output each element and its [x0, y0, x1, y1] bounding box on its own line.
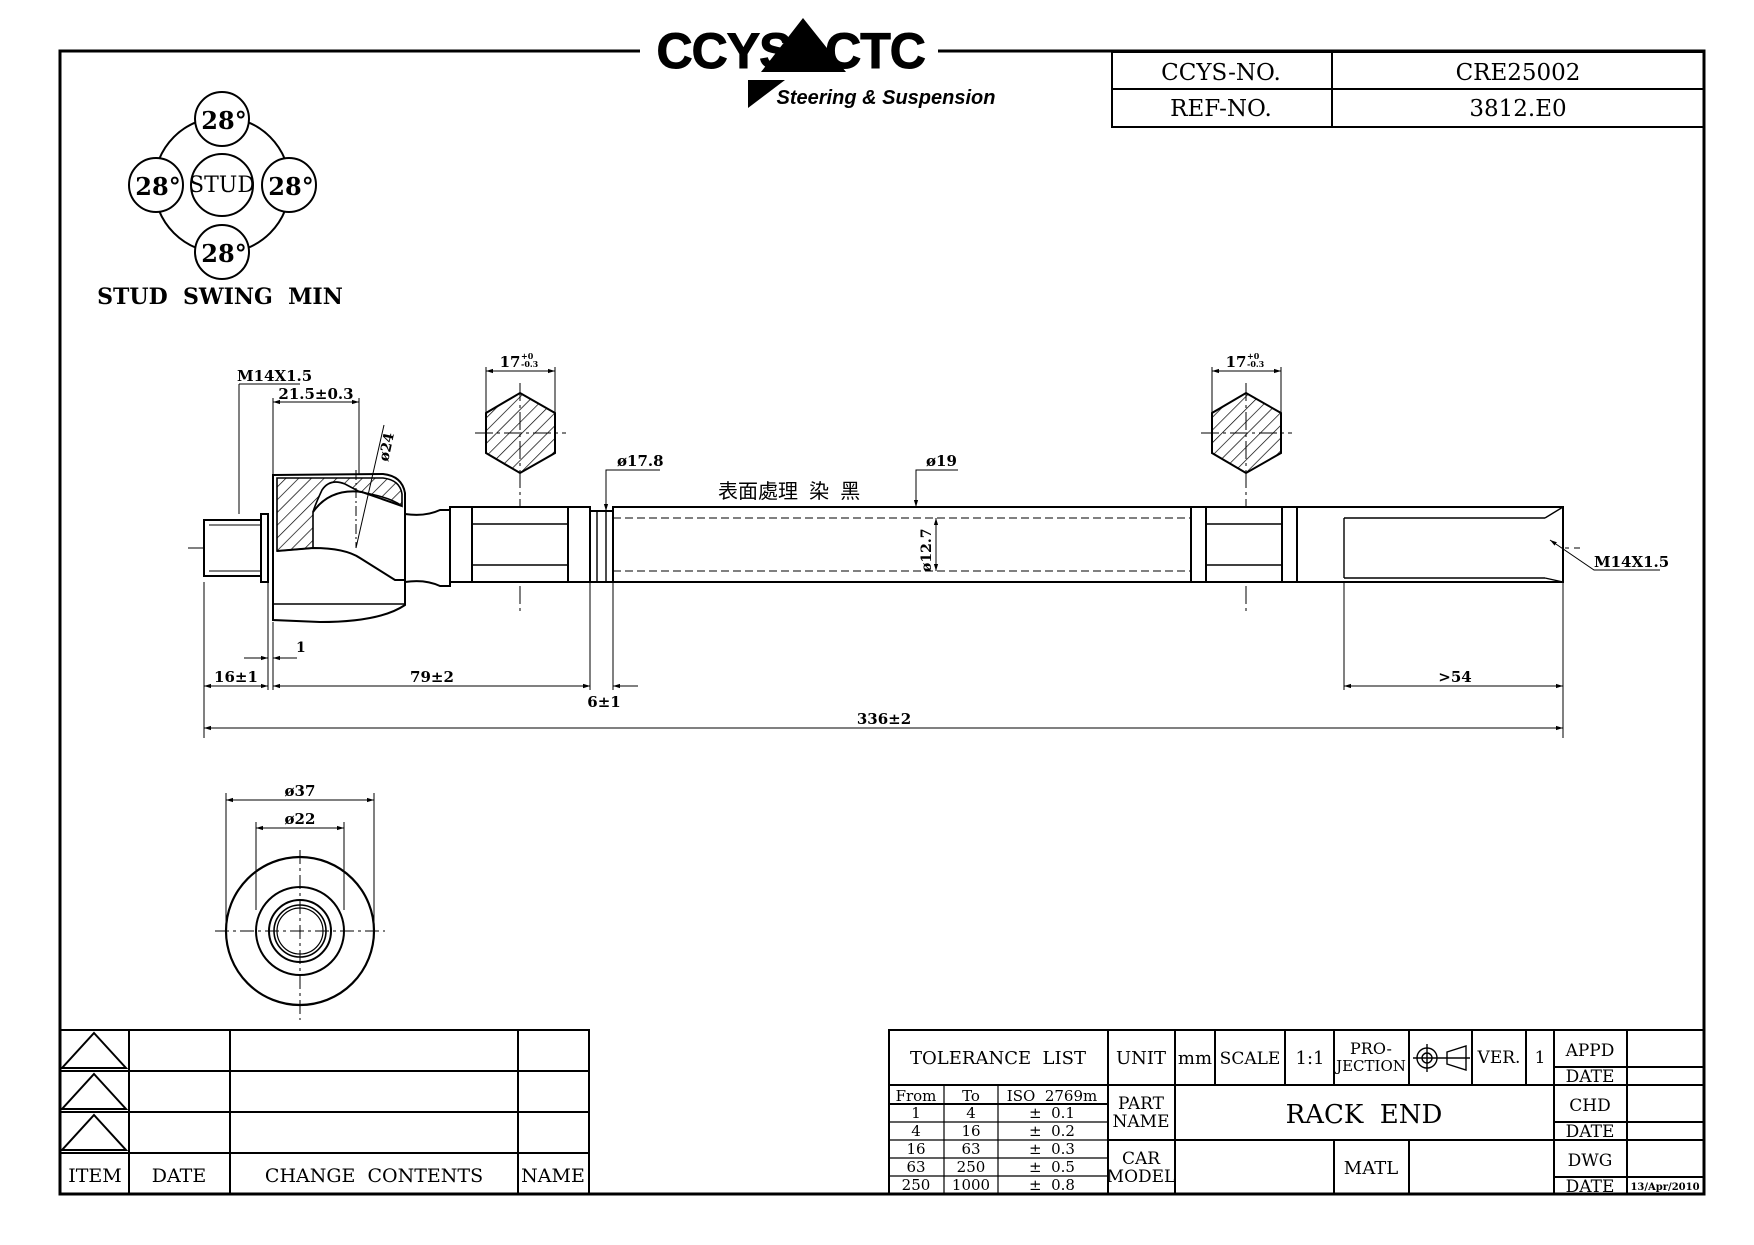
chd-date-label: DATE: [1566, 1122, 1615, 1142]
tol-row-1-val: ± 0.1: [1029, 1104, 1075, 1122]
ref-no-value: 3812.E0: [1469, 96, 1566, 122]
tol-header-iso: ISO 2769m: [1007, 1087, 1097, 1105]
unit-value: mm: [1178, 1048, 1212, 1069]
dim-body-len: 79±2: [410, 668, 454, 686]
ver-label: VER.: [1477, 1048, 1521, 1068]
surface-treatment-note: 表面處理 染 黑: [718, 480, 860, 503]
swing-center: STUD: [189, 173, 255, 198]
dim-collar-dia: ø17.8: [617, 452, 664, 470]
chd-label: CHD: [1569, 1096, 1610, 1116]
tol-row-1-from: 1: [911, 1104, 921, 1122]
ccys-no-label: CCYS-NO.: [1161, 60, 1281, 86]
end-view: [215, 793, 385, 1020]
swing-left: 28°: [135, 172, 180, 201]
tol-row-5-to: 1000: [952, 1176, 990, 1194]
dim-hex-right: 17: [1226, 353, 1247, 371]
header-number-table: CCYS-NO. CRE25002 REF-NO. 3812.E0: [1111, 51, 1705, 128]
swing-top: 28°: [201, 106, 246, 135]
dwg-date-label: DATE: [1566, 1177, 1615, 1197]
swing-right: 28°: [268, 172, 313, 201]
dim-gap: 1: [296, 640, 306, 656]
dim-hex-right-tol-low: -0.3: [1247, 359, 1265, 369]
rev-header-change: CHANGE CONTENTS: [265, 1165, 483, 1187]
dim-hex-right-tol-up: +0: [1247, 351, 1260, 361]
dim-bore-dia: ø22: [285, 810, 316, 828]
swing-bottom: 28°: [201, 239, 246, 268]
ver-value: 1: [1535, 1048, 1546, 1068]
tol-header-from: From: [896, 1087, 937, 1105]
dim-thread-len: >54: [1438, 668, 1471, 686]
tol-row-4-from: 63: [906, 1158, 925, 1176]
rev-header-date: DATE: [152, 1165, 206, 1187]
rack-end-side-view: [188, 472, 1580, 624]
brand-right-text: CTC: [825, 23, 925, 79]
part-name-value: RACK END: [1286, 1100, 1443, 1130]
tol-header-to: To: [962, 1087, 980, 1105]
dim-shaft-dia: ø19: [926, 452, 957, 470]
matl-label: MATL: [1344, 1158, 1398, 1179]
tol-row-4-to: 250: [957, 1158, 986, 1176]
dim-collar-len: 6±1: [587, 693, 620, 711]
tolerance-title: TOLERANCE LIST: [910, 1048, 1086, 1069]
projection-label-2: JECTION: [1334, 1057, 1406, 1075]
dimension-labels: M14X1.5 21.5±0.3 ø24 17 +0 -0.3 17 +0 -0…: [214, 351, 1669, 728]
tol-row-2-from: 4: [911, 1122, 921, 1140]
unit-label: UNIT: [1116, 1048, 1166, 1069]
tol-row-3-from: 16: [906, 1140, 925, 1158]
part-name-label-1: PART: [1118, 1094, 1165, 1114]
swing-caption: STUD SWING MIN: [97, 284, 343, 310]
projection-label-1: PRO-: [1350, 1039, 1392, 1058]
tol-row-3-to: 63: [961, 1140, 980, 1158]
projection-symbol-icon: [1413, 1044, 1470, 1072]
part-name-label-2: NAME: [1113, 1112, 1170, 1132]
tol-row-5-from: 250: [902, 1176, 931, 1194]
sheet-border: [58, 49, 1706, 1196]
dim-thread-right: M14X1.5: [1594, 553, 1669, 571]
appd-date-label: DATE: [1566, 1067, 1615, 1087]
dim-thread-left: M14X1.5: [237, 367, 312, 385]
car-model-label-1: CAR: [1122, 1149, 1161, 1169]
title-block: TOLERANCE LIST From To ISO 2769m 1 4 ± 0…: [888, 1029, 1705, 1197]
brand-tagline: Steering & Suspension: [777, 87, 996, 109]
scale-value: 1:1: [1296, 1048, 1325, 1069]
stud-swing-diagram: 28° 28° STUD 28° 28° STUD SWING MIN: [97, 91, 343, 310]
rev-header-name: NAME: [521, 1165, 585, 1187]
tol-row-2-to: 16: [961, 1122, 980, 1140]
ccys-no-value: CRE25002: [1456, 60, 1581, 86]
dim-hex-left: 17: [500, 353, 521, 371]
dim-hex-left-tol-low: -0.3: [521, 359, 539, 369]
dim-outer-dia: ø37: [285, 782, 316, 800]
tol-row-1-to: 4: [966, 1104, 976, 1122]
dwg-label: DWG: [1568, 1151, 1613, 1171]
tol-row-2-val: ± 0.2: [1029, 1122, 1075, 1140]
dimension-lines: [203, 367, 1660, 738]
brand-left-text: CCYS: [657, 23, 792, 79]
ref-no-label: REF-NO.: [1170, 96, 1272, 122]
dim-housing-len: 21.5±0.3: [278, 385, 353, 403]
tol-row-5-val: ± 0.8: [1029, 1176, 1075, 1194]
appd-label: APPD: [1565, 1041, 1615, 1061]
dim-inner-dia: ø12.7: [919, 529, 935, 572]
dim-overall-len: 336±2: [857, 710, 911, 728]
tol-row-3-val: ± 0.3: [1029, 1140, 1075, 1158]
dim-hex-left-tol-up: +0: [521, 351, 534, 361]
rev-header-item: ITEM: [68, 1165, 122, 1187]
brand-logo: CCYS CTC Steering & Suspension: [656, 18, 996, 109]
scale-label: SCALE: [1220, 1049, 1281, 1069]
dwg-date-value: 13/Apr/2010: [1630, 1182, 1699, 1193]
revision-table: ITEM DATE CHANGE CONTENTS NAME: [59, 1029, 590, 1195]
car-model-label-2: MODEL: [1107, 1167, 1176, 1187]
dim-stud-len: 16±1: [214, 668, 258, 686]
dim-ball-dia: ø24: [376, 431, 398, 463]
tol-row-4-val: ± 0.5: [1029, 1158, 1075, 1176]
